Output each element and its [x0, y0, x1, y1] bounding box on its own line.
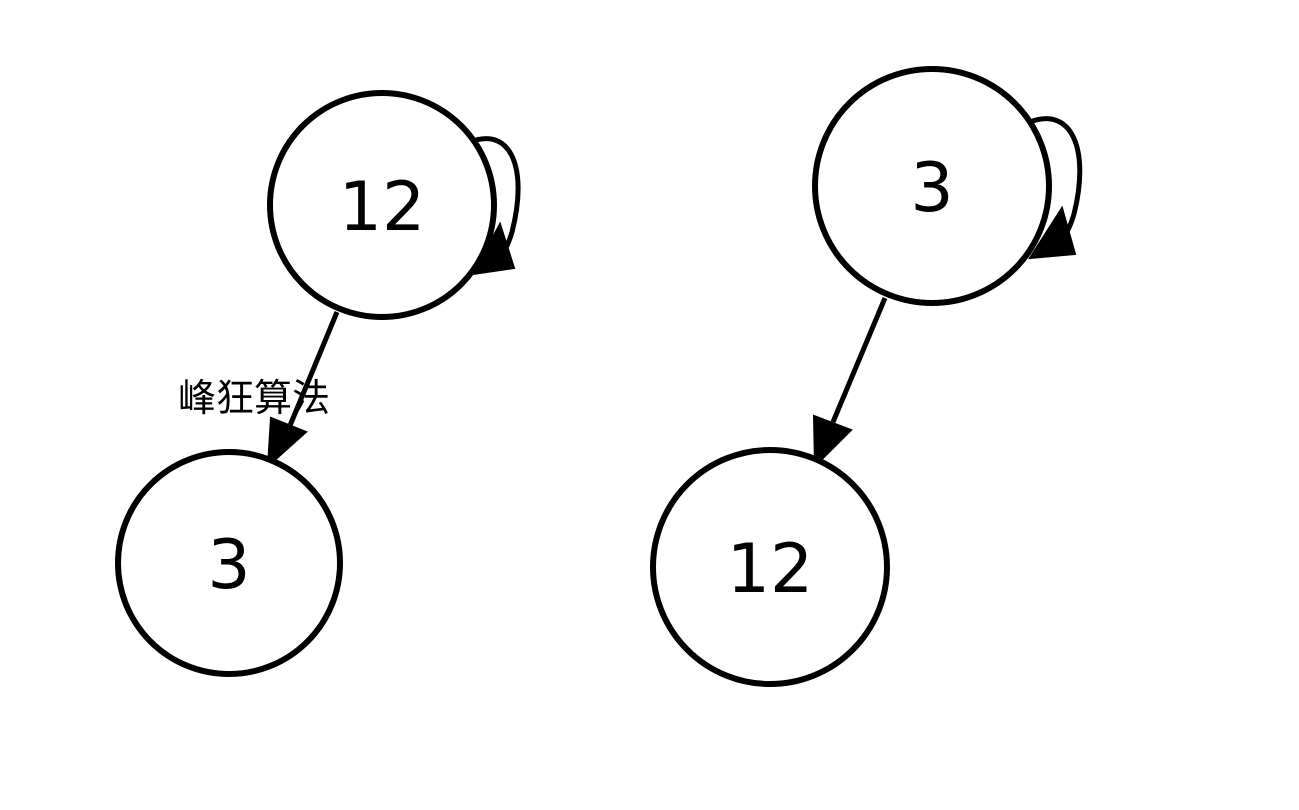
- node-left-top-label: 12: [339, 168, 426, 247]
- edge-left-arrowhead: [266, 416, 308, 469]
- edge-right-arrowhead: [812, 414, 853, 469]
- node-right-bottom: 12: [650, 447, 890, 687]
- node-right-top: 3: [812, 66, 1052, 306]
- node-left-top: 12: [267, 90, 497, 320]
- edge-right-top-to-bottom: [830, 297, 888, 423]
- node-left-bottom-label: 3: [207, 526, 250, 605]
- edge-left-top-to-bottom: [286, 311, 340, 429]
- self-loop-arrowhead-right: [1028, 205, 1077, 260]
- node-right-bottom-label: 12: [727, 530, 814, 609]
- node-left-bottom: 3: [115, 449, 343, 677]
- graph-left: 峰狂算法 12 3: [115, 90, 521, 677]
- graph-right: 3 12: [650, 66, 1083, 687]
- edge-label-left: 峰狂算法: [178, 376, 330, 420]
- node-right-top-label: 3: [910, 149, 953, 228]
